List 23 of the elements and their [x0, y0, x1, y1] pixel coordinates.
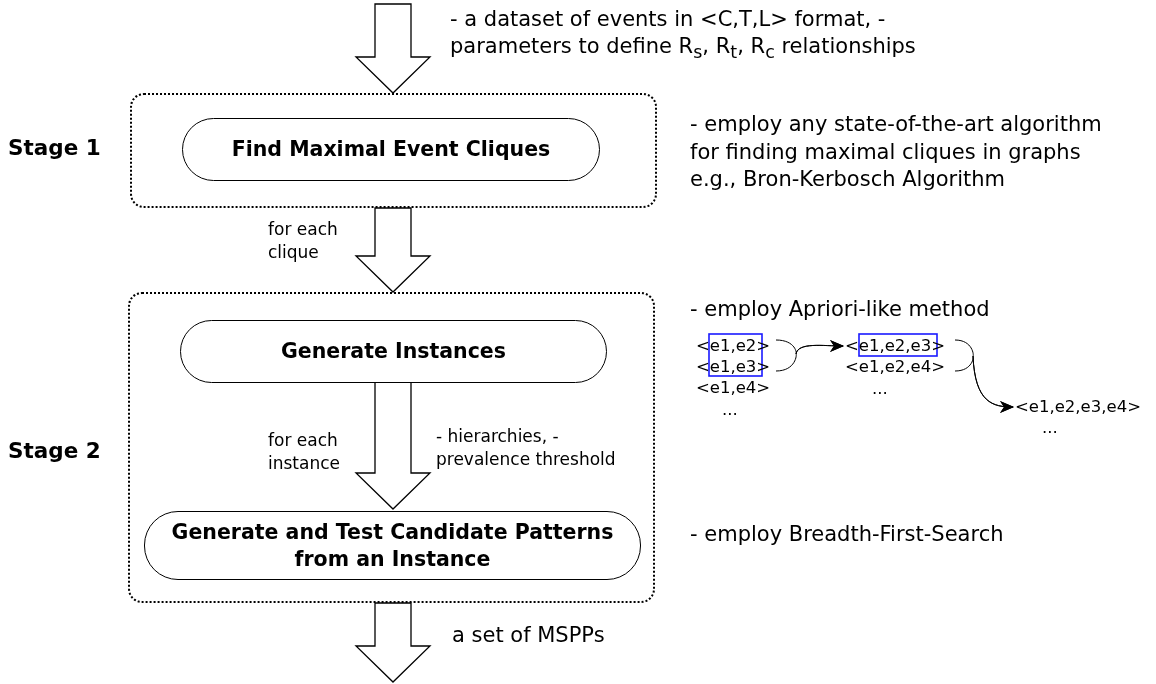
note-text: - hierarchies, - prevalence threshold [436, 425, 617, 471]
note-text: <e1,e4> [696, 378, 772, 399]
process-box: Generate and Test Candidate Patterns from an Instance [144, 511, 641, 580]
stage-label: Stage 1 [8, 134, 102, 162]
arrow [954, 355, 1014, 413]
note-text: - employ Breadth-First-Search [690, 521, 1005, 548]
note-text: ... [1042, 418, 1059, 439]
note-text: ... [872, 379, 889, 400]
itemset-text: <e1,e2,e3,e4> [1015, 397, 1151, 417]
itemset-text: <e1,e2,e4> [845, 357, 953, 377]
process-box: Generate Instances [180, 320, 607, 383]
block-arrow [354, 207, 432, 293]
note-text: ... [722, 400, 739, 421]
stage-frame [130, 93, 657, 208]
block-arrow [354, 380, 432, 510]
block-arrow [354, 602, 432, 683]
note-text: - employ Apriori-like method [690, 296, 991, 323]
stage-label: Stage 2 [8, 437, 102, 465]
stage-frame [128, 292, 655, 603]
note-text: - employ any state-of-the-art algorithm for finding maximal cliques in graphs e.g., Bron-Kerbosch Algorithm [690, 111, 1103, 194]
process-box: Find Maximal Event Cliques [182, 118, 600, 181]
block-arrow [354, 3, 432, 94]
arrow [775, 339, 844, 372]
